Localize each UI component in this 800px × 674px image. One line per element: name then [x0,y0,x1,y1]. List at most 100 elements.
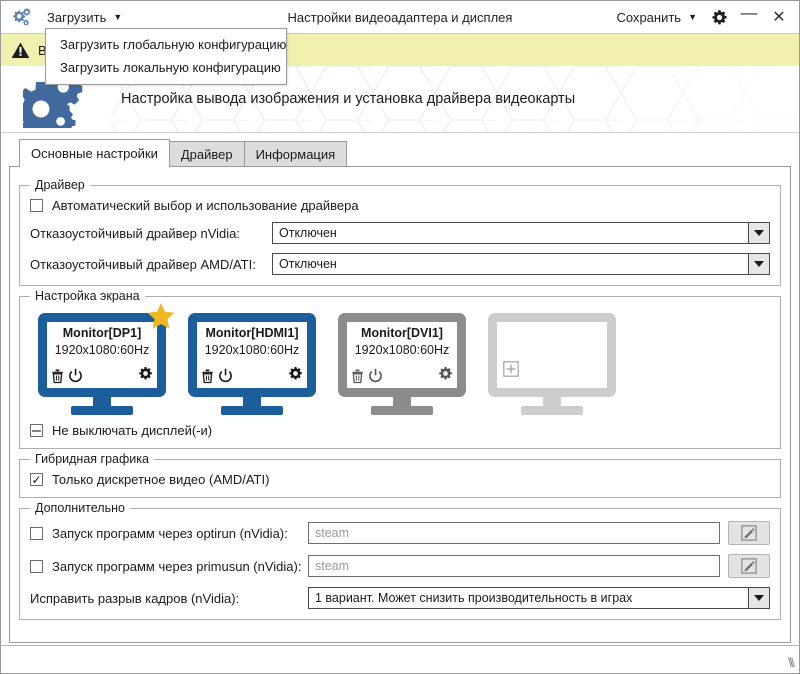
monitor-resolution: 1920x1080:60Hz [54,342,150,357]
settings-gear-button[interactable] [705,4,733,30]
select-nvidia-value: Отключен [279,226,337,240]
select-amd-value: Отключен [279,257,337,271]
chevron-down-icon[interactable] [748,588,769,608]
load-dropdown-menu[interactable]: Загрузить глобальную конфигурацию Загруз… [45,28,287,85]
menu-item-load-local[interactable]: Загрузить локальную конфигурацию [60,60,281,75]
status-bar: /// [1,645,799,673]
label-nvidia-fallback: Отказоустойчивый драйвер nVidia: [30,225,240,241]
monitor-screen: Monitor[DP1] 1920x1080:60Hz [38,313,166,397]
select-tearfix-value: 1 вариант. Может снизить производительно… [315,591,633,605]
monitor-screen: Monitor[HDMI1] 1920x1080:60Hz [188,313,316,397]
trash-icon[interactable] [50,368,65,384]
checkbox-mark: – [32,421,41,439]
label-discrete-only: Только дискретное видео (AMD/ATI) [52,472,270,487]
resize-grip[interactable]: /// [790,655,795,670]
monitor-icon-row [200,366,303,386]
monitor-list: Monitor[DP1] 1920x1080:60Hz [30,303,770,423]
monitor-name: Monitor[DVI1] [361,326,443,340]
input-optirun-placeholder: steam [315,526,350,540]
minimize-icon: — [740,3,758,22]
tab-main-settings[interactable]: Основные настройки [19,139,170,167]
menu-item-load-global[interactable]: Загрузить глобальную конфигурацию [60,37,287,52]
group-advanced-legend: Дополнительно [30,501,130,515]
monitor-name: Monitor[DP1] [62,326,142,340]
close-icon: ✕ [772,9,786,26]
monitor-screen: Monitor[DVI1] 1920x1080:60Hz [338,313,466,397]
group-driver-legend: Драйвер [30,178,90,192]
chevron-down-icon[interactable] [748,223,769,243]
row-tearfix: Исправить разрыв кадров (nVidia): 1 вари… [30,587,770,609]
trash-icon[interactable] [350,368,365,384]
checkbox-keep-displays-on[interactable]: – [30,421,43,439]
load-menu-button[interactable]: Загрузить ▼ [41,8,128,27]
close-button[interactable]: ✕ [765,4,793,30]
power-icon[interactable] [68,368,83,384]
gear-icon[interactable] [288,366,303,381]
row-primusrun: Запуск программ через primusun (nVidia):… [30,554,770,578]
gear-icon[interactable] [438,366,453,381]
tab-driver[interactable]: Драйвер [168,141,245,167]
input-optirun-command[interactable]: steam [308,522,720,544]
select-amd-fallback[interactable]: Отключен [272,253,770,275]
tab-bar: Основные настройки Драйвер Информация [1,139,799,167]
label-amd-fallback: Отказоустойчивый драйвер AMD/ATI: [30,256,256,272]
banner-title: Настройка вывода изображения и установка… [121,91,576,107]
primary-star-icon [146,302,176,336]
row-discrete-only: ✓ Только дискретное видео (AMD/ATI) [30,472,770,487]
row-optirun: Запуск программ через optirun (nVidia): … [30,521,770,545]
monitor-card-dvi1[interactable]: Monitor[DVI1] 1920x1080:60Hz [338,313,466,415]
chevron-down-icon: ▼ [688,11,697,22]
label-primusrun: Запуск программ через primusun (nVidia): [52,558,302,574]
group-screen-setup: Настройка экрана Monitor[DP1] 1920x1080:… [19,289,781,449]
group-advanced: Дополнительно Запуск программ через opti… [19,501,781,620]
monitor-card-add-new[interactable] [488,313,616,415]
monitor-resolution: 1920x1080:60Hz [204,342,300,357]
input-primusrun-command[interactable]: steam [308,555,720,577]
power-icon[interactable] [368,368,383,384]
gear-icon [711,9,727,24]
add-monitor-plus-icon[interactable] [503,361,519,382]
label-tearfix: Исправить разрыв кадров (nVidia): [30,590,240,606]
app-gears-icon [9,6,35,28]
tab-page-main-settings: Драйвер Автоматический выбор и использов… [9,166,791,643]
monitor-screen [488,313,616,397]
label-auto-driver: Автоматический выбор и использование дра… [52,198,359,213]
checkbox-primusrun[interactable] [30,559,43,573]
monitor-card-hdmi1[interactable]: Monitor[HDMI1] 1920x1080:60Hz [188,313,316,415]
monitor-base [71,406,133,415]
input-primusrun-placeholder: steam [315,559,350,573]
warning-text: В [38,42,47,58]
header-banner: Настройка вывода изображения и установка… [1,66,799,133]
checkbox-auto-driver[interactable] [30,199,43,212]
select-nvidia-fallback[interactable]: Отключен [272,222,770,244]
group-screen-setup-legend: Настройка экрана [30,289,145,303]
select-tearfix[interactable]: 1 вариант. Может снизить производительно… [308,587,770,609]
row-keep-displays-on: – Не выключать дисплей(-и) [30,421,770,439]
monitor-card-dp1[interactable]: Monitor[DP1] 1920x1080:60Hz [38,303,175,415]
checkbox-optirun[interactable] [30,526,43,540]
edit-optirun-button[interactable] [728,521,770,545]
row-nvidia-fallback: Отказоустойчивый драйвер nVidia: Отключе… [30,222,770,244]
warning-triangle-icon [11,42,30,58]
edit-primusrun-button[interactable] [728,554,770,578]
group-hybrid-graphics: Гибридная графика ✓ Только дискретное ви… [19,452,781,498]
monitor-neck [93,397,111,406]
row-auto-driver: Автоматический выбор и использование дра… [30,198,770,213]
save-menu-button[interactable]: Сохранить ▼ [610,8,703,27]
gear-icon[interactable] [138,366,153,381]
tab-information[interactable]: Информация [243,141,348,167]
monitor-base [221,406,283,415]
power-icon[interactable] [218,368,233,384]
group-driver: Драйвер Автоматический выбор и использов… [19,178,781,286]
monitor-neck [393,397,411,406]
trash-icon[interactable] [200,368,215,384]
label-keep-displays-on: Не выключать дисплей(-и) [52,423,213,438]
save-menu-label: Сохранить [616,9,682,25]
chevron-down-icon[interactable] [748,254,769,274]
monitor-resolution: 1920x1080:60Hz [354,342,450,357]
minimize-button[interactable]: — [735,3,763,30]
monitor-name: Monitor[HDMI1] [205,326,299,340]
group-hybrid-graphics-legend: Гибридная графика [30,452,154,466]
checkbox-discrete-only[interactable]: ✓ [30,473,43,486]
